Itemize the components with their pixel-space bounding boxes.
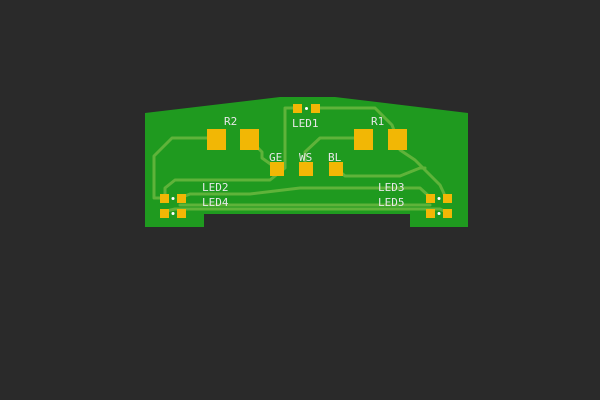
drill-led1 bbox=[305, 107, 308, 110]
label-r2: R2 bbox=[224, 115, 237, 128]
pad-led5-b bbox=[443, 209, 452, 218]
pad-led4-a bbox=[160, 209, 169, 218]
pad-led2-a bbox=[160, 194, 169, 203]
label-led4: LED4 bbox=[202, 196, 229, 209]
drill-led3 bbox=[437, 197, 441, 200]
pad-led1-1 bbox=[293, 104, 302, 113]
trace-r1-ws bbox=[303, 136, 364, 170]
trace-r2-loop bbox=[152, 136, 210, 200]
pad-ge bbox=[270, 162, 284, 176]
label-r1: R1 bbox=[371, 115, 384, 128]
drill-led5 bbox=[437, 212, 441, 215]
pad-led3-b bbox=[443, 194, 452, 203]
label-led3: LED3 bbox=[378, 181, 405, 194]
label-bl: BL bbox=[328, 151, 342, 164]
label-ws: WS bbox=[299, 151, 312, 164]
label-led5: LED5 bbox=[378, 196, 405, 209]
drill-marks bbox=[171, 107, 441, 215]
pad-r1-1 bbox=[354, 129, 373, 150]
pad-led1-2 bbox=[311, 104, 320, 113]
trace-r1-right bbox=[398, 148, 448, 200]
label-led2: LED2 bbox=[202, 181, 229, 194]
pad-led4-b bbox=[177, 209, 186, 218]
trace-led2-bus bbox=[163, 106, 300, 202]
label-led1: LED1 bbox=[292, 117, 319, 130]
drill-led2 bbox=[171, 197, 175, 200]
pad-led5-a bbox=[426, 209, 435, 218]
pad-bl bbox=[329, 162, 343, 176]
drill-led4 bbox=[171, 212, 175, 215]
pads bbox=[160, 104, 452, 218]
label-ge: GE bbox=[269, 151, 282, 164]
pad-r2-1 bbox=[207, 129, 226, 150]
pad-ws bbox=[299, 162, 313, 176]
trace-led-top-bus bbox=[178, 186, 433, 200]
pad-r1-2 bbox=[388, 129, 407, 150]
pad-led3-a bbox=[426, 194, 435, 203]
pad-led2-b bbox=[177, 194, 186, 203]
pad-r2-2 bbox=[240, 129, 259, 150]
